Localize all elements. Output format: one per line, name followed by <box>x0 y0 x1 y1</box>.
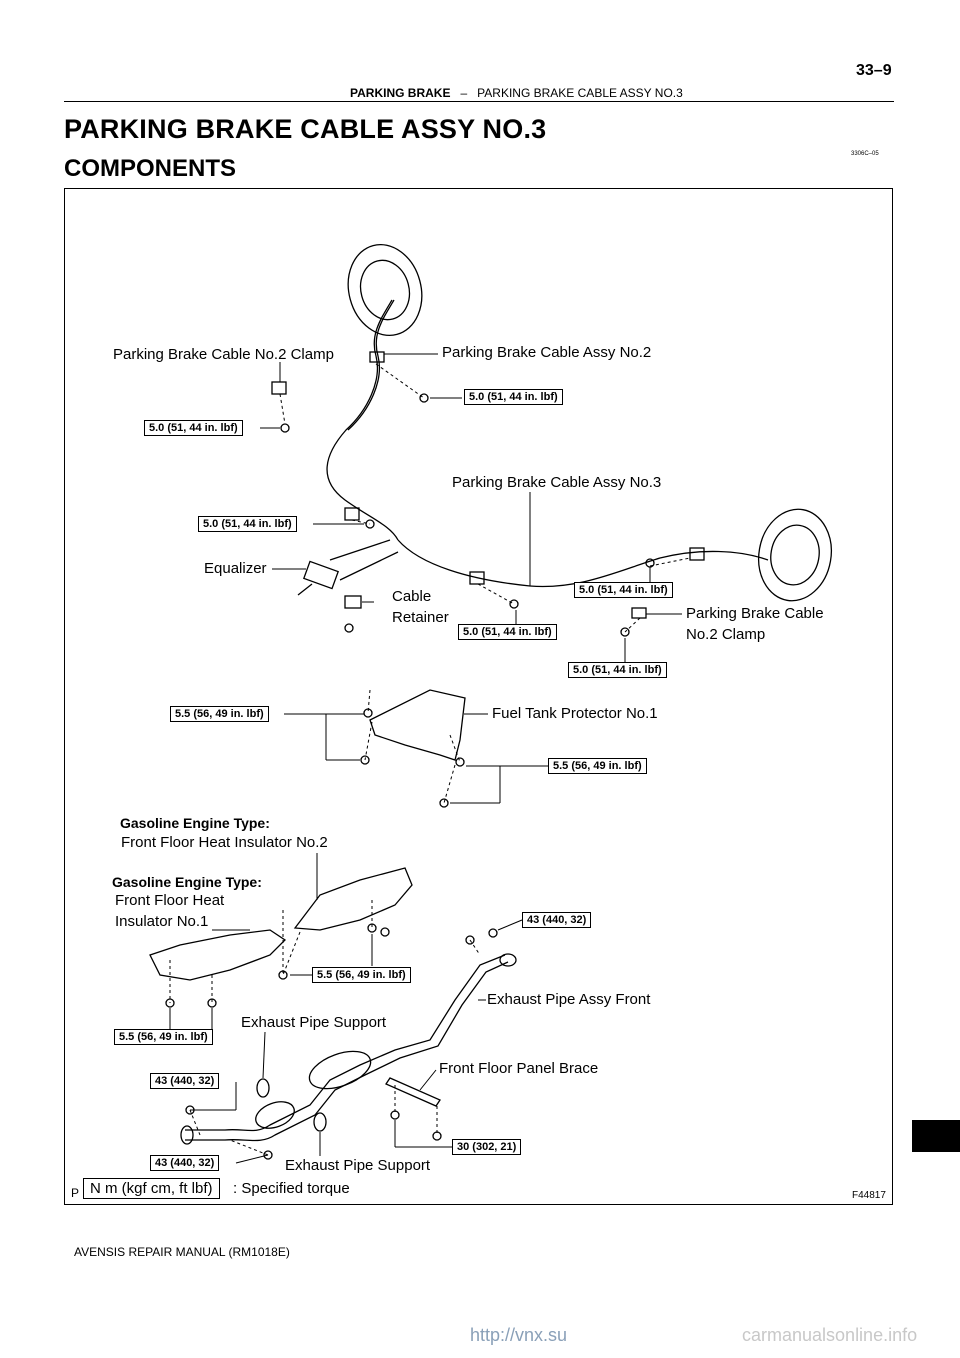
torque-spec: 5.5 (56, 49 in. lbf) <box>312 967 411 983</box>
torque-spec: 5.0 (51, 44 in. lbf) <box>574 582 673 598</box>
label-insulator-no2: Front Floor Heat Insulator No.2 <box>121 834 328 851</box>
watermark-left[interactable]: http://vnx.su <box>470 1325 568 1345</box>
page-title: PARKING BRAKE CABLE ASSY NO.3 <box>64 114 547 144</box>
figure-id: F44817 <box>852 1190 886 1201</box>
torque-spec: 43 (440, 32) <box>522 912 592 928</box>
label-cable-assy-no3: Parking Brake Cable Assy No.3 <box>452 474 662 491</box>
clamp-f <box>631 607 647 619</box>
torque-spec: 5.0 (51, 44 in. lbf) <box>144 420 243 436</box>
exhaust-pipe-support-part-1 <box>256 1078 270 1098</box>
label-insulator-no1-line2: Insulator No.1 <box>115 913 209 930</box>
section-tab-marker <box>912 1120 960 1152</box>
label-cable-no2-clamp-right-line2: No.2 Clamp <box>686 626 766 643</box>
legend-prefix: P <box>71 1186 80 1200</box>
torque-spec: 5.0 (51, 44 in. lbf) <box>458 624 557 640</box>
label-exhaust-pipe-support-2: Exhaust Pipe Support <box>285 1157 431 1174</box>
clamp-b <box>344 507 360 521</box>
running-header: PARKING BRAKE – PARKING BRAKE CABLE ASSY… <box>350 86 683 100</box>
label-gasoline-engine-type-2: Gasoline Engine Type: <box>112 874 262 890</box>
label-insulator-no1-line1: Front Floor Heat <box>115 892 225 909</box>
running-header-subsection: PARKING BRAKE CABLE ASSY NO.3 <box>477 86 683 100</box>
page-number: 33–9 <box>856 62 892 79</box>
cable-assy-no2 <box>326 299 399 541</box>
retainer-part <box>344 595 362 609</box>
torque-spec: 5.5 (56, 49 in. lbf) <box>114 1029 213 1045</box>
cable-assy-no3 <box>397 539 769 588</box>
clamp-c <box>469 571 485 585</box>
clamp-a <box>369 351 385 363</box>
equalizer-part <box>302 560 340 590</box>
clamp-d <box>689 547 705 561</box>
label-gasoline-engine-type-1: Gasoline Engine Type: <box>120 815 270 831</box>
backing-plate-right <box>758 508 832 602</box>
torque-spec: 5.0 (51, 44 in. lbf) <box>464 389 563 405</box>
section-title: COMPONENTS <box>64 155 237 182</box>
label-exhaust-pipe-assy-front: Exhaust Pipe Assy Front <box>487 991 651 1008</box>
label-cable-assy-no2: Parking Brake Cable Assy No.2 <box>442 344 652 361</box>
label-front-floor-panel-brace: Front Floor Panel Brace <box>439 1060 599 1077</box>
header-rule <box>64 101 894 102</box>
backing-plate-top <box>347 243 423 337</box>
exhaust-pipe-part <box>185 954 506 1132</box>
label-cable-no2-clamp-top: Parking Brake Cable No.2 Clamp <box>113 346 334 363</box>
footer-manual-id: AVENSIS REPAIR MANUAL (RM1018E) <box>74 1245 290 1259</box>
torque-spec: 43 (440, 32) <box>150 1073 220 1089</box>
torque-spec: 43 (440, 32) <box>150 1155 220 1171</box>
running-header-separator: – <box>460 86 468 100</box>
fuel-tank-protector-part <box>369 689 466 761</box>
torque-spec: 30 (302, 21) <box>452 1139 522 1155</box>
doc-code: 3306C–05 <box>851 151 879 157</box>
torque-spec: 5.0 (51, 44 in. lbf) <box>198 516 297 532</box>
torque-spec: 5.5 (56, 49 in. lbf) <box>170 706 269 722</box>
label-fuel-tank-protector: Fuel Tank Protector No.1 <box>492 705 658 722</box>
label-cable-retainer-line2: Retainer <box>392 609 449 626</box>
floor-panel-brace-part <box>385 1077 441 1107</box>
torque-spec: 5.0 (51, 44 in. lbf) <box>568 662 667 678</box>
watermark-right[interactable]: carmanualsonline.info <box>742 1325 918 1345</box>
figure-frame <box>64 188 893 1205</box>
label-equalizer: Equalizer <box>204 560 267 577</box>
running-header-section: PARKING BRAKE <box>350 86 451 100</box>
legend-torque-unit-box: N m (kgf cm, ft lbf) <box>83 1178 220 1199</box>
heat-insulator-no1-part <box>149 929 287 981</box>
label-exhaust-pipe-support-1: Exhaust Pipe Support <box>241 1014 387 1031</box>
legend-text: : Specified torque <box>233 1180 350 1197</box>
label-cable-no2-clamp-right-line1: Parking Brake Cable <box>686 605 824 622</box>
exhaust-pipe-support-part-2 <box>313 1112 327 1132</box>
torque-spec: 5.5 (56, 49 in. lbf) <box>548 758 647 774</box>
label-cable-retainer-line1: Cable <box>392 588 432 605</box>
clamp-e <box>271 381 287 395</box>
heat-insulator-no2-part <box>293 867 413 931</box>
